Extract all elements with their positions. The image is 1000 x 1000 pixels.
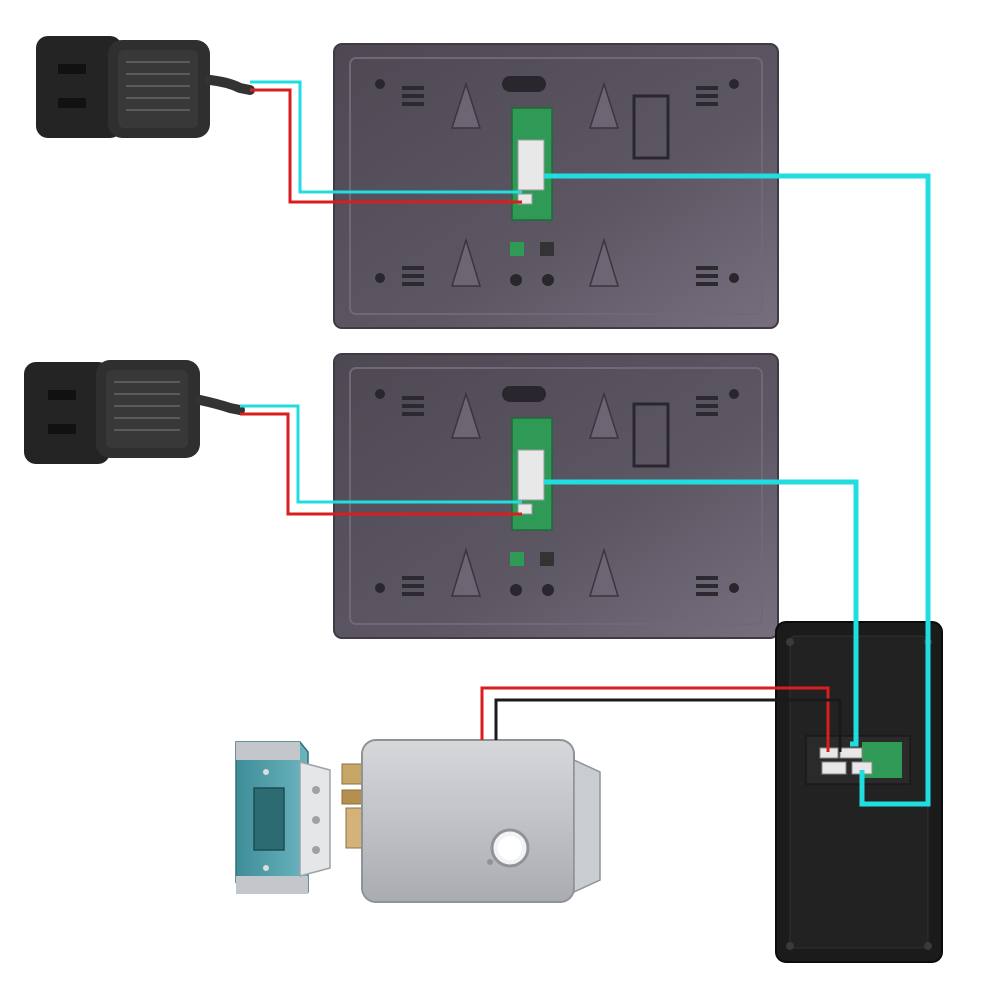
wire-cyan — [544, 173, 931, 807]
wire-black — [494, 698, 842, 752]
outdoor-door-station — [775, 621, 943, 963]
power-adapter-icon — [24, 360, 245, 464]
wire-cyan — [250, 80, 522, 194]
indoor-monitor-2 — [333, 353, 779, 639]
video-monitor-icon — [333, 353, 779, 639]
video-monitor-icon — [333, 43, 779, 329]
power-adapter-1 — [36, 36, 255, 138]
wire-power-adapter-2-to-monitor-2 — [240, 404, 522, 516]
wire-red — [480, 686, 830, 752]
electric-lock-icon — [235, 739, 601, 903]
wire-red — [240, 412, 522, 516]
wire-monitor-1-to-door-station — [544, 173, 931, 807]
wire-door-station-to-lock — [480, 686, 842, 752]
power-adapter-icon — [36, 36, 255, 138]
door-station-icon — [775, 621, 943, 963]
power-adapter-2 — [24, 360, 245, 464]
electric-lock — [235, 739, 601, 903]
wire-red — [250, 88, 522, 204]
wire-cyan — [240, 404, 522, 504]
indoor-monitor-1 — [333, 43, 779, 329]
wire-cyan — [544, 479, 859, 747]
wire-power-adapter-1-to-monitor-1 — [250, 80, 522, 204]
wire-monitor-2-to-door-station — [544, 479, 859, 747]
